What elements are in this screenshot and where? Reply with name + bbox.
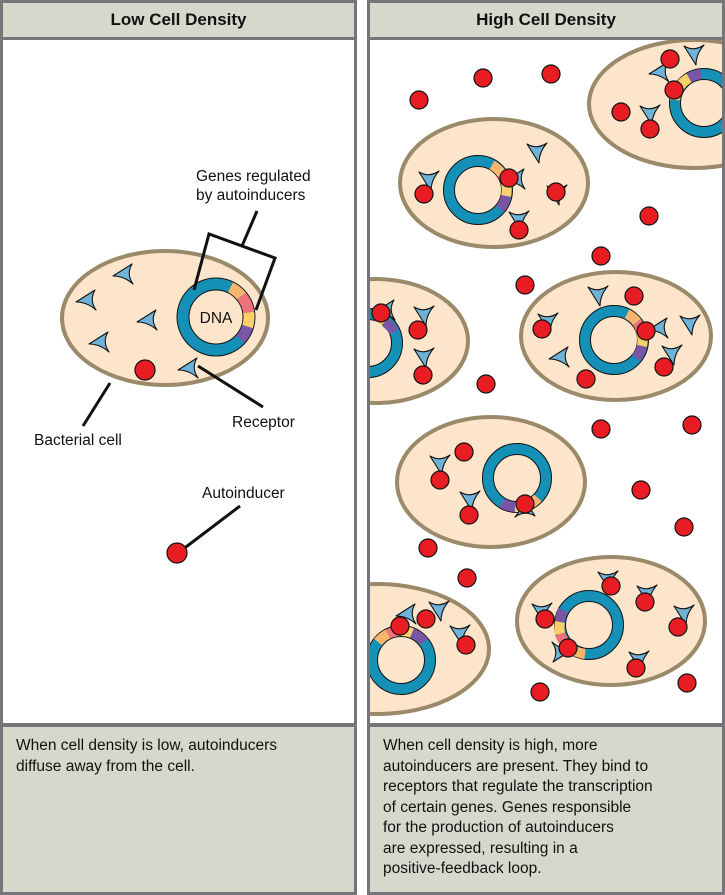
caption-line: of certain genes. Genes responsible xyxy=(383,798,632,816)
low-density-caption: When cell density is low, autoinducers d… xyxy=(3,727,354,892)
genes-label-line1: Genes regulated xyxy=(196,168,311,185)
high-density-illustration xyxy=(370,40,722,716)
low-density-diagram: DNA Genes regulated by autoinducers Rece… xyxy=(3,40,354,723)
bacterial-cell xyxy=(60,249,270,387)
caption-line: When cell density is low, autoinducers xyxy=(16,737,278,754)
low-density-illustration: DNA Genes regulated by autoinducers Rece… xyxy=(34,168,311,564)
high-density-title: High Cell Density xyxy=(370,3,722,37)
high-density-diagram xyxy=(370,40,722,723)
caption-line: receptors that regulate the transcriptio… xyxy=(383,778,653,795)
receptor-label: Receptor xyxy=(232,414,295,431)
autoinducer-label: Autoinducer xyxy=(202,485,285,502)
bacterial-cell-label: Bacterial cell xyxy=(34,432,122,449)
low-density-title: Low Cell Density xyxy=(3,3,354,37)
caption-line: for the production of autoinducers xyxy=(383,819,614,836)
caption-line: When cell density is high, more xyxy=(383,737,598,754)
caption-line: are expressed, resulting in a xyxy=(383,839,578,857)
autoinducer-icon xyxy=(371,49,702,702)
caption-line: positive-feedback loop. xyxy=(383,860,542,877)
free-autoinducer-icon xyxy=(166,542,188,564)
caption-line: diffuse away from the cell. xyxy=(16,757,195,775)
dna-plasmid-icon: DNA xyxy=(176,277,256,357)
genes-label-line2: by autoinducers xyxy=(196,187,306,204)
high-density-panel: High Cell Density xyxy=(367,0,725,895)
dna-label: DNA xyxy=(200,310,233,327)
low-density-panel: Low Cell Density xyxy=(0,0,357,895)
high-density-caption: When cell density is high, more autoindu… xyxy=(370,727,722,892)
autoinducer-icon xyxy=(134,359,156,381)
caption-line: autoinducers are present. They bind to xyxy=(383,757,649,775)
